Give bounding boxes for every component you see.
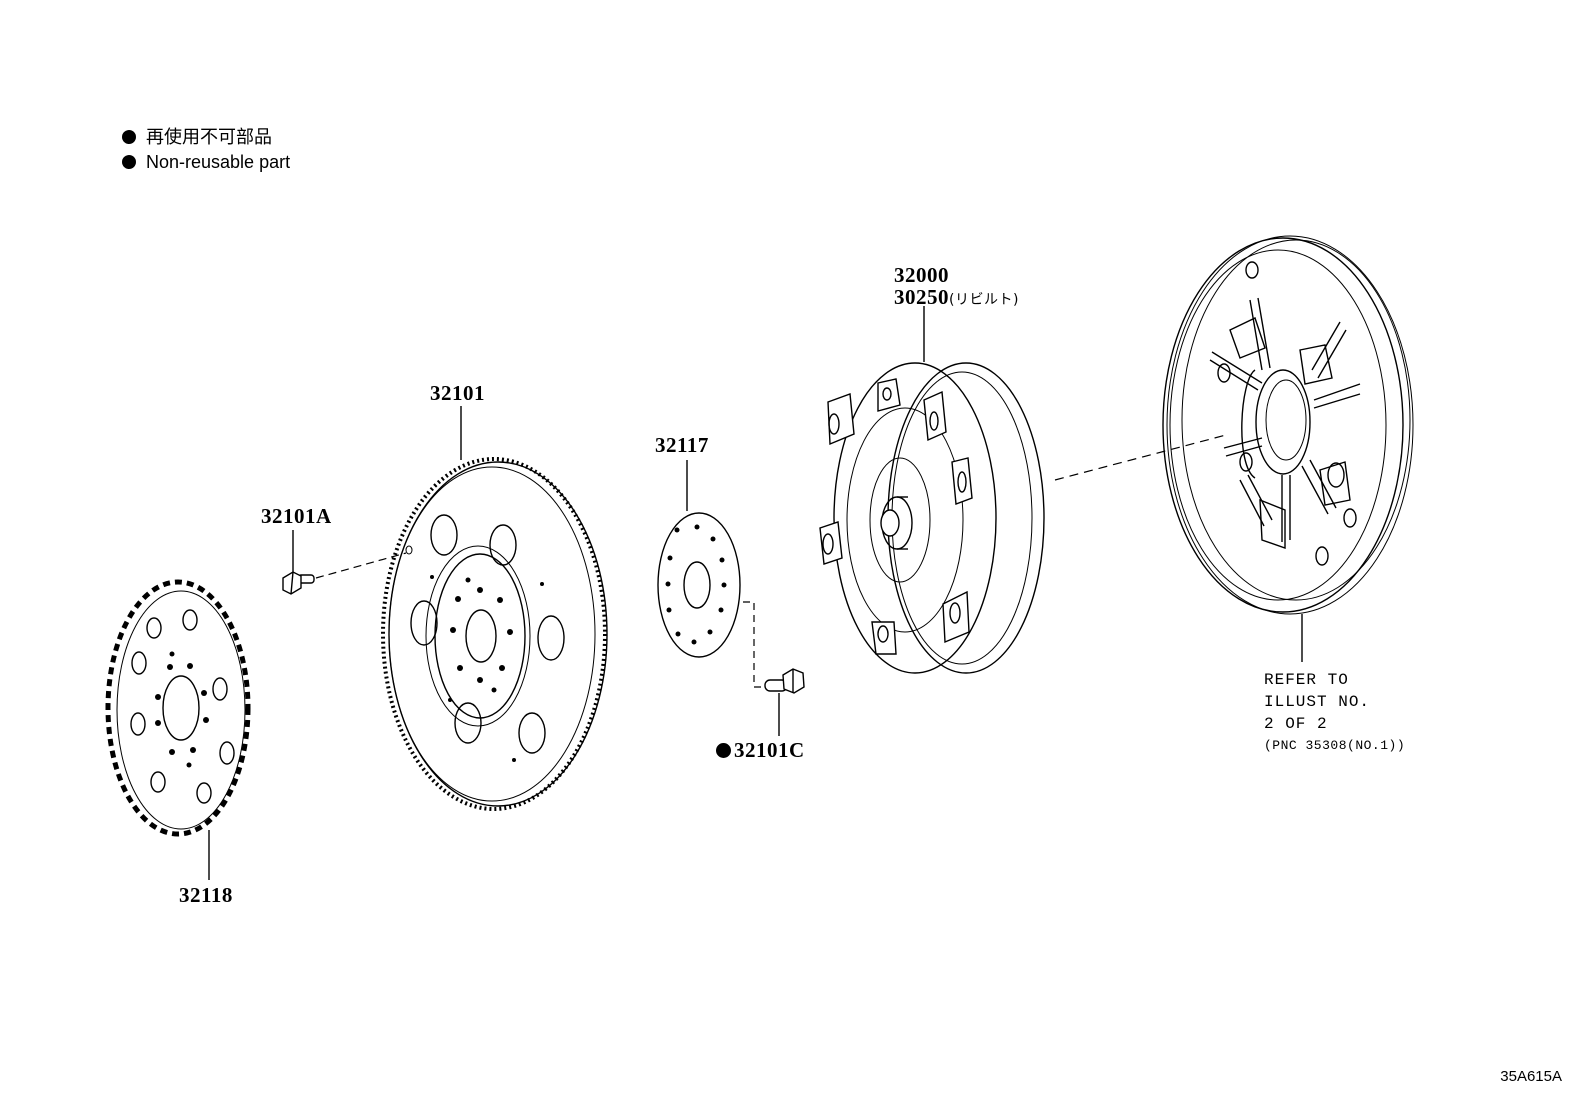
assembly-line-converter xyxy=(1054,434,1227,481)
assembly-line-32101A xyxy=(315,552,407,579)
part-label-32101C: 32101C xyxy=(716,738,805,763)
spacer-32117 xyxy=(657,512,741,658)
transmission-housing xyxy=(1162,235,1414,615)
reference-line-2: ILLUST NO. xyxy=(1264,693,1371,711)
legend-text-jp: 再使用不可部品 xyxy=(146,127,272,147)
part-label-32101: 32101 xyxy=(430,381,485,405)
drive-plate-32101 xyxy=(381,457,608,811)
drawing-code: 35A615A xyxy=(1500,1068,1562,1085)
reference-line-4: (PNC 35308(NO.1)) xyxy=(1264,738,1406,753)
part-number-32101C: 32101C xyxy=(734,738,805,762)
legend-japanese: 再使用不可部品 xyxy=(122,126,272,148)
assembly-line-32101C xyxy=(743,601,763,688)
part-label-32000: 32000 xyxy=(894,263,949,287)
torque-converter-32000 xyxy=(819,362,1045,674)
legend-english: Non-reusable part xyxy=(122,151,290,173)
non-reusable-marker-icon xyxy=(716,743,731,758)
non-reusable-bullet-icon xyxy=(122,155,136,169)
part-number-30250: 30250 xyxy=(894,285,949,309)
reference-line-3: 2 OF 2 xyxy=(1264,715,1328,733)
rebuilt-note: (リビルト) xyxy=(949,292,1019,308)
bolt-32101C xyxy=(764,668,805,694)
part-label-32101A: 32101A xyxy=(261,504,332,528)
part-label-32118: 32118 xyxy=(179,883,233,907)
reference-note: REFER TO ILLUST NO. 2 OF 2 (PNC 35308(NO.1)… xyxy=(1264,669,1405,757)
non-reusable-bullet-icon xyxy=(122,130,136,144)
sensor-plate-32118 xyxy=(105,579,251,837)
bolt-32101A xyxy=(282,571,315,595)
reference-line-1: REFER TO xyxy=(1264,671,1349,689)
legend-text-en: Non-reusable part xyxy=(146,152,291,172)
part-label-30250: 30250(リビルト) xyxy=(894,285,1019,310)
part-label-32117: 32117 xyxy=(655,433,709,457)
